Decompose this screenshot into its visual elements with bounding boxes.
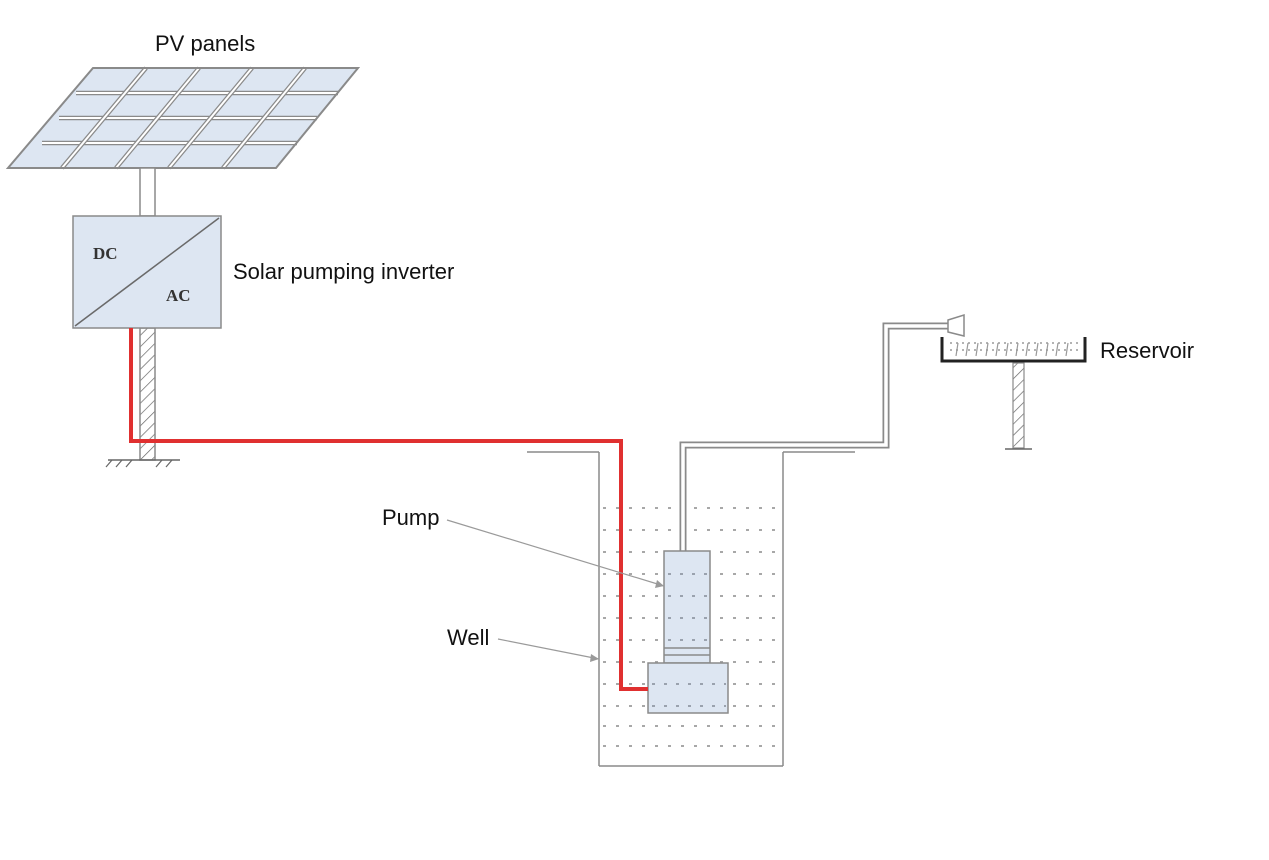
well-label: Well: [447, 625, 490, 650]
water-pipe: [679, 313, 965, 551]
inverter-dc-label: DC: [93, 244, 118, 263]
well: [527, 451, 855, 767]
well-leader-line: [497, 638, 600, 660]
well-leader-arrow: [590, 654, 599, 662]
pump-leader-line: [446, 519, 665, 587]
reservoir-label: Reservoir: [1100, 338, 1195, 363]
reservoir: [940, 337, 1087, 450]
leader-lines: [446, 519, 665, 660]
pv-panels-label: PV panels: [155, 31, 256, 56]
pump-leader-arrow: [655, 580, 664, 588]
power-cable: [129, 328, 648, 691]
pv-panels: [5, 66, 361, 170]
pump-motor: [647, 662, 729, 714]
pump-label: Pump: [382, 505, 440, 530]
pump: [663, 550, 711, 664]
inverter-label: Solar pumping inverter: [233, 259, 455, 284]
inverter-box: [72, 215, 222, 329]
inverter-ac-label: AC: [166, 286, 191, 305]
